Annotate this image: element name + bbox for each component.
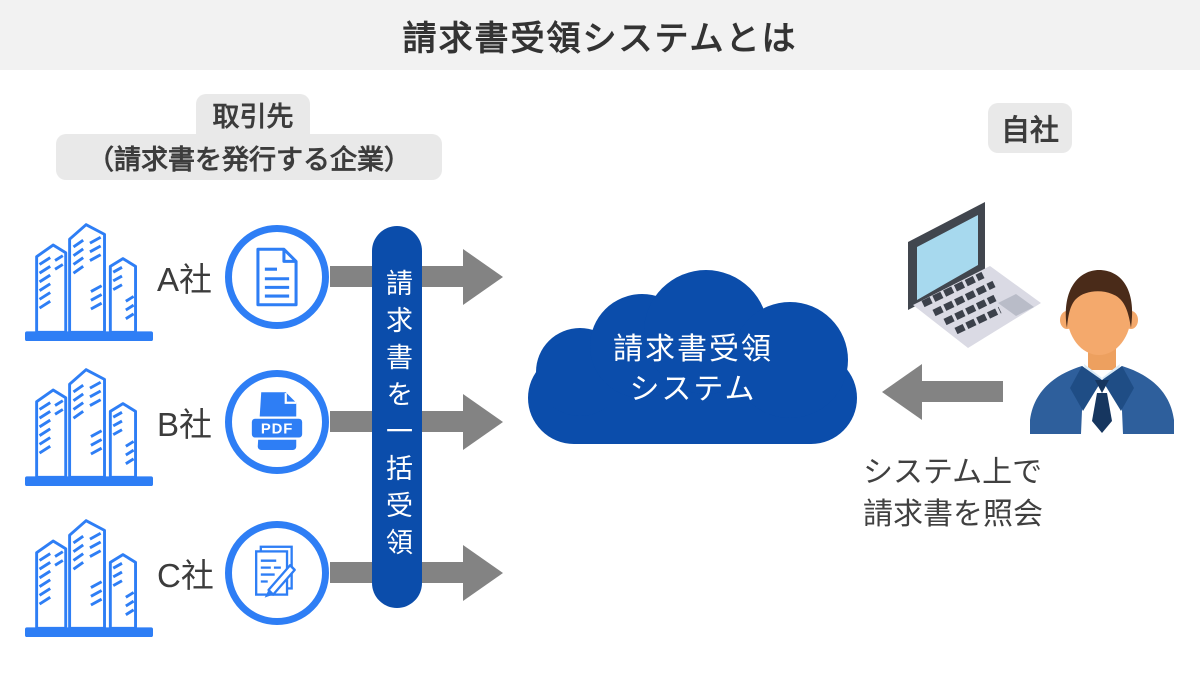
building-icon (25, 509, 153, 639)
cloud-label-line2: システム (629, 373, 757, 406)
flow-arrow-left (922, 381, 1003, 402)
businessperson-icon (1030, 270, 1174, 434)
header-bar: 請求書受領システムとは (0, 0, 1200, 70)
flow-arrow-right-head (463, 394, 503, 450)
company-b-label: B社 (157, 406, 213, 443)
signed-document-icon (225, 521, 329, 625)
company-a-label: A社 (157, 261, 213, 298)
partner-label-title: 取引先 (196, 94, 310, 134)
laptop-icon (908, 202, 1041, 348)
lookup-caption: システム上で 請求書を照会 (863, 452, 1043, 536)
building-icon (25, 213, 153, 343)
flow-arrow-left-head (882, 364, 922, 420)
bulk-receive-label: 請求書を一括受領 (382, 269, 412, 565)
pdf-icon-text: PDF (261, 421, 293, 437)
document-icon (225, 225, 329, 329)
bulk-receive-pill: 請求書を一括受領 (372, 226, 422, 608)
partner-label-subtitle: （請求書を発行する企業） (56, 134, 442, 180)
cloud-label-line1: 請求書受領 (613, 333, 773, 366)
building-icon (25, 358, 153, 488)
company-c-label: C社 (157, 557, 214, 594)
cloud-system-label: 請求書受領 システム (545, 330, 841, 410)
page-title: 請求書受領システムとは (402, 19, 798, 58)
flow-arrow-right-head (463, 545, 503, 601)
lookup-caption-line2: 請求書を照会 (863, 498, 1043, 531)
own-company-label: 自社 (988, 103, 1072, 153)
lookup-caption-line1: システム上で (863, 456, 1043, 489)
pdf-icon: PDF (225, 370, 329, 474)
flow-arrow-right-head (463, 249, 503, 305)
cloud-shape (528, 270, 857, 444)
